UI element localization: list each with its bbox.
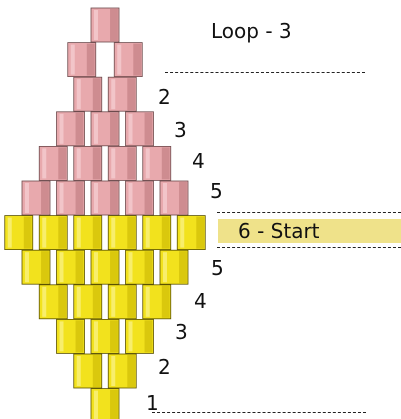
row-label-2-bottom: 2	[158, 355, 171, 379]
bead-yellow	[142, 215, 172, 251]
start-label: 6 - Start	[238, 219, 320, 243]
bead-yellow	[107, 284, 137, 320]
bead-pink	[125, 180, 154, 216]
bead-pink	[159, 180, 189, 216]
bead-yellow	[73, 215, 103, 251]
bead-pink	[125, 111, 154, 147]
row-label-5-bottom: 5	[211, 256, 224, 280]
bead-yellow	[38, 284, 68, 320]
bead-pink	[73, 145, 103, 181]
bead-pink	[142, 145, 172, 181]
start-row-highlight	[218, 219, 401, 243]
row-label-3-bottom: 3	[175, 320, 188, 344]
row-label-1-bottom: 1	[146, 391, 159, 415]
bead-yellow	[90, 249, 120, 285]
bead-pink	[90, 7, 120, 43]
bead-yellow	[159, 249, 189, 285]
bead-pink	[38, 145, 68, 181]
bead-pink	[56, 180, 85, 216]
bead-yellow	[38, 215, 68, 251]
bead-yellow	[56, 318, 85, 354]
top-dashed-line	[165, 72, 365, 73]
bead-yellow	[21, 249, 51, 285]
bead-yellow	[73, 353, 103, 389]
bead-pink	[90, 180, 120, 216]
bead-yellow	[4, 215, 34, 251]
bottom-dashed-line	[152, 412, 366, 413]
bead-pink	[67, 42, 97, 77]
bead-yellow	[176, 215, 206, 251]
bead-pink	[113, 42, 143, 77]
bead-yellow	[73, 284, 103, 320]
bead-yellow	[125, 249, 154, 285]
bead-yellow	[56, 249, 85, 285]
start-dashed-line-top	[217, 212, 401, 213]
bead-pink	[107, 145, 137, 181]
bead-yellow	[107, 215, 137, 251]
bead-yellow	[125, 318, 154, 354]
row-label-3-top: 3	[174, 118, 187, 142]
bead-yellow	[90, 318, 120, 354]
row-label-5-top: 5	[210, 179, 223, 203]
row-label-2-top: 2	[158, 85, 171, 109]
bead-pink	[56, 111, 85, 147]
start-dashed-line-bottom	[217, 247, 401, 248]
bead-yellow	[142, 284, 172, 320]
bead-yellow	[90, 388, 120, 419]
bead-pink	[73, 76, 103, 112]
row-label-4-bottom: 4	[194, 289, 207, 313]
row-label-4-top: 4	[192, 149, 205, 173]
bead-pink	[21, 180, 51, 216]
bead-pink	[107, 76, 137, 112]
loop-title: Loop - 3	[211, 19, 292, 43]
bead-pink	[90, 111, 120, 147]
bead-yellow	[107, 353, 137, 389]
